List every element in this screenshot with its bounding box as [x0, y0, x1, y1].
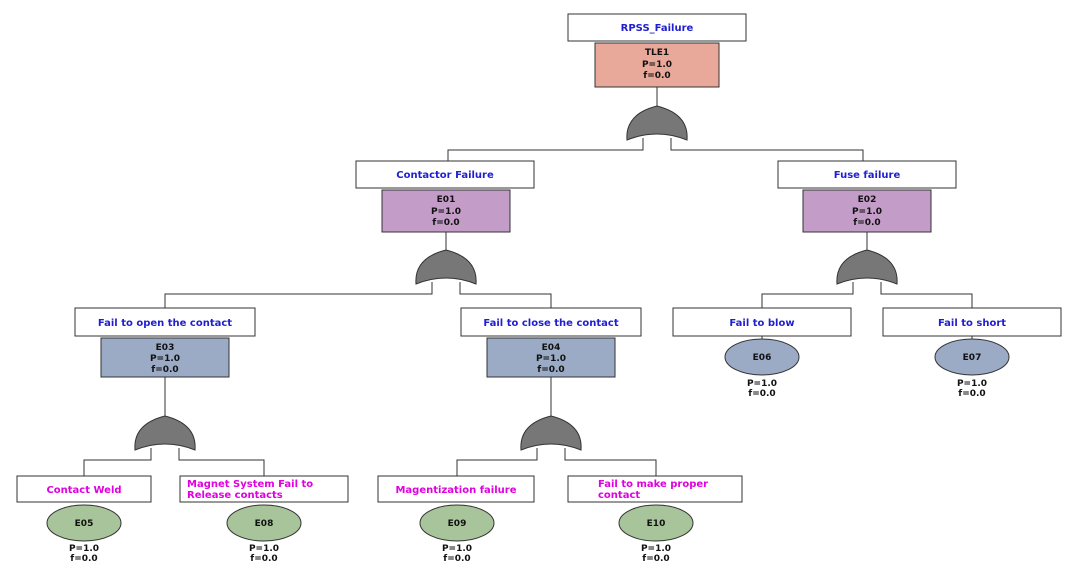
event-e09[interactable]: Magentization failure E09 P=1.0 f=0.0 [377, 475, 535, 564]
e04-title: Fail to close the contact [483, 318, 618, 329]
e07-p: P=1.0 [957, 379, 987, 389]
or-gate-icon [520, 415, 582, 451]
e08-title-box [179, 475, 349, 503]
event-e08[interactable]: Magnet System Fail to Release contacts E… [179, 475, 349, 564]
or-gate-icon [134, 415, 196, 451]
connector-lines [83, 87, 973, 476]
e07-f: f=0.0 [958, 389, 985, 399]
or-gate-icon [415, 249, 477, 285]
e07-circle [934, 338, 1010, 376]
e02-title-box [777, 160, 957, 189]
event-e10[interactable]: Fail to make proper contact E10 P=1.0 f=… [567, 475, 743, 564]
e05-p: P=1.0 [69, 544, 99, 554]
top-event-title: RPSS_Failure [621, 23, 694, 34]
e08-id: E08 [255, 519, 274, 529]
e09-title-box [377, 475, 535, 503]
e01-box [381, 189, 511, 233]
e01-p: P=1.0 [431, 207, 461, 217]
e10-title-line2: contact [598, 490, 640, 501]
e09-f: f=0.0 [443, 554, 470, 564]
e09-id: E09 [448, 519, 467, 529]
event-e03[interactable]: Fail to open the contact E03 P=1.0 f=0.0 [74, 307, 256, 378]
e10-circle [618, 504, 694, 542]
event-e02[interactable]: Fuse failure E02 P=1.0 f=0.0 [777, 160, 957, 233]
e04-id: E04 [542, 343, 561, 353]
e03-p: P=1.0 [150, 354, 180, 364]
e10-title-line1: Fail to make proper [598, 479, 708, 490]
e08-title-line2: Release contacts [187, 490, 283, 501]
event-e07[interactable]: Fail to short E07 P=1.0 f=0.0 [882, 307, 1062, 399]
or-gate-icon [626, 105, 688, 141]
e03-f: f=0.0 [151, 365, 178, 375]
e09-circle [419, 504, 495, 542]
top-event-title-box [567, 13, 747, 42]
e03-id: E03 [156, 343, 175, 353]
e06-id: E06 [753, 353, 772, 363]
e04-f: f=0.0 [537, 365, 564, 375]
e05-title: Contact Weld [46, 485, 121, 496]
e01-id: E01 [437, 195, 456, 205]
e02-id: E02 [858, 195, 877, 205]
top-event-p: P=1.0 [642, 60, 672, 70]
e02-p: P=1.0 [852, 207, 882, 217]
or-gate-icon [836, 249, 898, 285]
e07-title-box [882, 307, 1062, 337]
top-event-f: f=0.0 [643, 71, 670, 81]
e08-title-line1: Magnet System Fail to [187, 479, 313, 490]
event-e06[interactable]: Fail to blow E06 P=1.0 f=0.0 [672, 307, 852, 399]
top-event-box [594, 42, 720, 88]
e01-title-box [355, 160, 535, 189]
event-e04[interactable]: Fail to close the contact E04 P=1.0 f=0.… [460, 307, 642, 378]
e06-title: Fail to blow [729, 318, 794, 329]
e05-f: f=0.0 [70, 554, 97, 564]
e09-p: P=1.0 [442, 544, 472, 554]
e02-title: Fuse failure [834, 170, 901, 181]
e09-title: Magentization failure [395, 485, 516, 496]
e06-title-box [672, 307, 852, 337]
e08-f: f=0.0 [250, 554, 277, 564]
top-event-id: TLE1 [645, 48, 669, 58]
event-e05[interactable]: Contact Weld E05 P=1.0 f=0.0 [16, 475, 152, 564]
e05-id: E05 [75, 519, 94, 529]
e06-circle [724, 338, 800, 376]
e08-circle [226, 504, 302, 542]
e08-p: P=1.0 [249, 544, 279, 554]
e03-title: Fail to open the contact [98, 318, 232, 329]
e10-id: E10 [647, 519, 666, 529]
e07-id: E07 [963, 353, 982, 363]
e05-circle [46, 504, 122, 542]
e04-box [486, 337, 616, 378]
event-e01[interactable]: Contactor Failure E01 P=1.0 f=0.0 [355, 160, 535, 233]
e10-f: f=0.0 [642, 554, 669, 564]
e04-p: P=1.0 [536, 354, 566, 364]
e06-p: P=1.0 [747, 379, 777, 389]
e01-title: Contactor Failure [396, 170, 494, 181]
e06-f: f=0.0 [748, 389, 775, 399]
e10-p: P=1.0 [641, 544, 671, 554]
top-event[interactable]: RPSS_Failure TLE1 P=1.0 f=0.0 [567, 13, 747, 88]
e03-title-box [74, 307, 256, 337]
e02-box [802, 189, 932, 233]
e01-f: f=0.0 [432, 218, 459, 228]
e04-title-box [460, 307, 642, 337]
e10-title-box [567, 475, 743, 503]
e03-box [100, 337, 230, 378]
e05-title-box [16, 475, 152, 503]
e07-title: Fail to short [938, 318, 1006, 329]
e02-f: f=0.0 [853, 218, 880, 228]
